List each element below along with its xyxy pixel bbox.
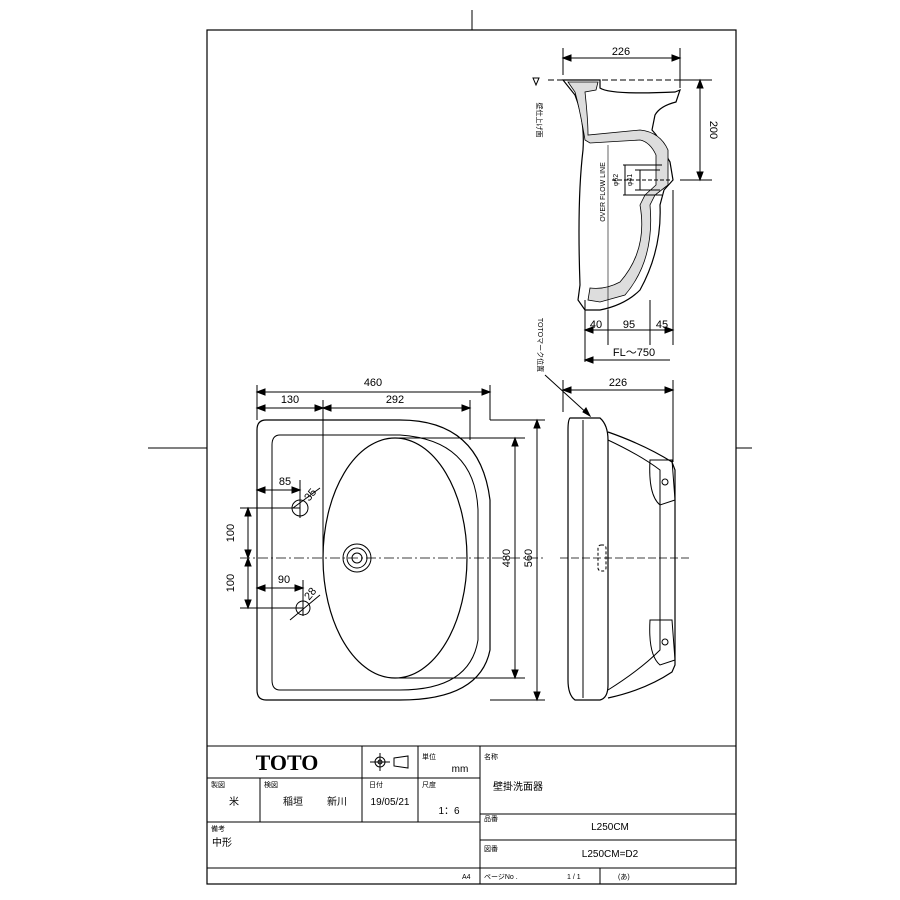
- dim-40: 40: [590, 319, 602, 331]
- paper-size: A4: [462, 874, 471, 881]
- page-label: ページNo .: [484, 873, 518, 881]
- dim-200: 200: [707, 121, 719, 139]
- unit-value: mm: [452, 764, 469, 775]
- drawing-border: [206, 29, 737, 885]
- dim-phi62: φ62: [613, 174, 620, 186]
- side-view: [560, 380, 690, 701]
- part-label: 品番: [484, 815, 498, 823]
- part-number: L250CM: [591, 822, 629, 833]
- check-value-2: 新川: [327, 795, 347, 808]
- dim-560: 560: [523, 549, 535, 567]
- dim-226-top: 226: [612, 46, 630, 58]
- dim-460: 460: [364, 377, 382, 389]
- dim-292: 292: [386, 394, 404, 406]
- title-block-text: TOTO 単位 mm 名称 壁掛洗面器 製図 米 検図 稲垣 新川 日付 19/…: [211, 750, 639, 881]
- dim-100-bottom: 100: [225, 574, 237, 592]
- dim-85: 85: [279, 476, 291, 488]
- dim-130: 130: [281, 394, 299, 406]
- side-section-labels: 226 200 壁仕上げ面 OVER FLOW LINE φ62 φ41 40 …: [535, 46, 719, 372]
- made-label: 製図: [211, 780, 225, 789]
- title-block: [207, 745, 736, 884]
- dim-28: 28: [302, 586, 319, 603]
- date-label: 日付: [369, 780, 383, 789]
- plan-view-labels: 460 130 292 85 35 100 100 90 28 480 560: [225, 377, 535, 603]
- date-value: 19/05/21: [371, 797, 410, 808]
- remarks-value: 中形: [212, 836, 232, 849]
- remarks-label: 備考: [211, 824, 225, 833]
- check-label: 検図: [264, 780, 278, 789]
- scale-label: 尺度: [422, 780, 436, 789]
- dim-45: 45: [656, 319, 668, 331]
- name-label: 名称: [484, 752, 498, 761]
- check-value-1: 稲垣: [283, 796, 303, 808]
- overflow-label: OVER FLOW LINE: [600, 162, 607, 222]
- toto-mark-label: TOTOマーク位置: [536, 318, 545, 372]
- plan-view: [240, 385, 545, 702]
- unit-label: 単位: [422, 752, 436, 761]
- drawing-number: L250CM=D2: [582, 849, 639, 860]
- page-value: 1 / 1: [567, 874, 581, 881]
- drawing-label: 図番: [484, 845, 498, 853]
- dim-100-top: 100: [225, 524, 237, 542]
- product-name: 壁掛洗面器: [493, 780, 543, 793]
- revision: (あ): [618, 873, 630, 881]
- center-marks: [148, 10, 752, 449]
- dim-fl: FL～750: [613, 347, 655, 359]
- dim-480: 480: [501, 549, 513, 567]
- side-section-view: [532, 48, 712, 418]
- made-value: 米: [229, 795, 239, 808]
- scale-value: 1：6: [438, 806, 460, 817]
- dim-95: 95: [623, 319, 635, 331]
- dim-phi41: φ41: [627, 174, 634, 186]
- dim-90: 90: [278, 574, 290, 586]
- toto-logo: TOTO: [256, 750, 319, 775]
- wall-label: 壁仕上げ面: [535, 103, 544, 138]
- dim-226-side: 226: [609, 377, 627, 389]
